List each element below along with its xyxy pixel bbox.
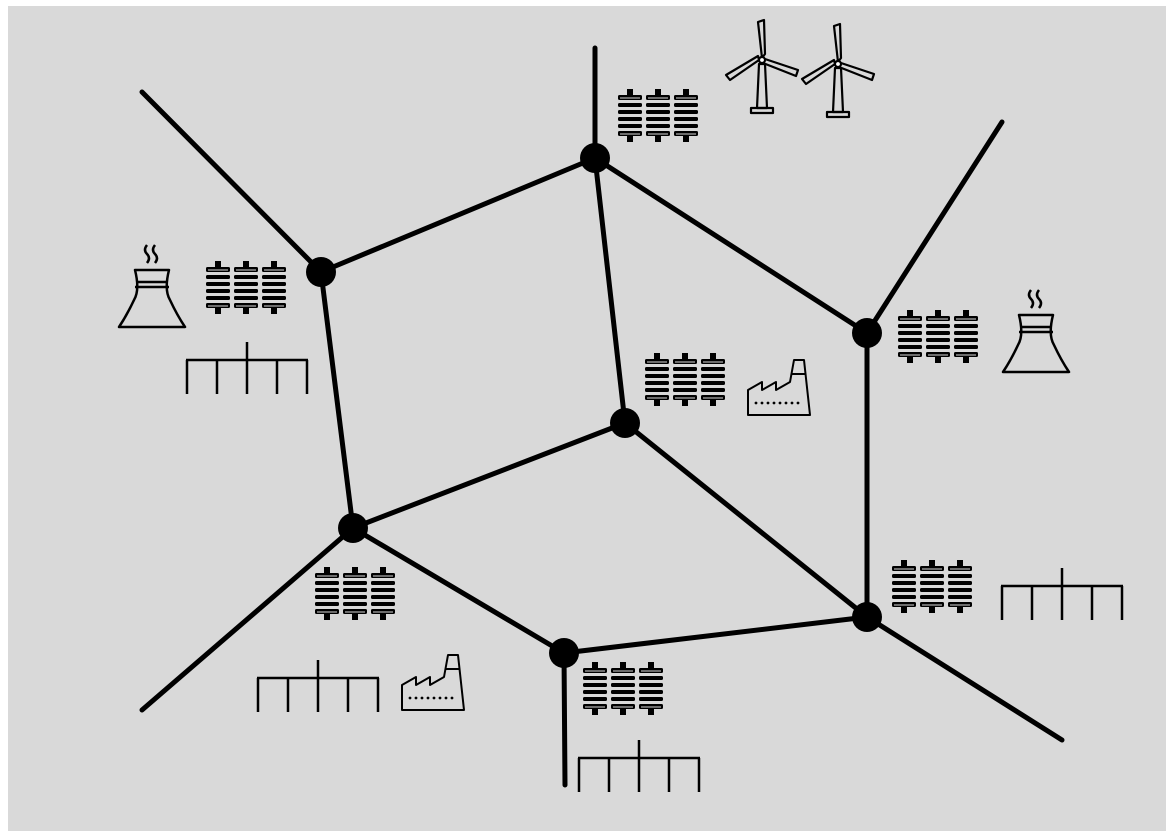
line-left-top <box>318 155 598 275</box>
line-lowerleft-bottom <box>350 525 567 656</box>
line-lowerleft-feeder <box>139 525 356 713</box>
network-nodes <box>306 143 882 668</box>
line-center-lowerright <box>622 420 870 620</box>
line-lowerleft-center <box>350 420 628 531</box>
line-left-feeder <box>139 89 324 275</box>
node-right <box>852 318 882 348</box>
line-top-center <box>592 155 628 426</box>
node-lower-right <box>852 602 882 632</box>
line-left-lowerleft <box>318 269 356 531</box>
line-right-feeder <box>864 119 1005 336</box>
line-bottom-lowerright <box>561 614 870 656</box>
node-lower-left <box>338 513 368 543</box>
node-left <box>306 257 336 287</box>
line-lowerright-feeder <box>864 614 1065 743</box>
network-lines <box>139 45 1065 788</box>
node-center <box>610 408 640 438</box>
line-top-right <box>592 155 870 336</box>
line-bottom-feeder <box>561 650 568 788</box>
node-top <box>580 143 610 173</box>
node-bottom <box>549 638 579 668</box>
